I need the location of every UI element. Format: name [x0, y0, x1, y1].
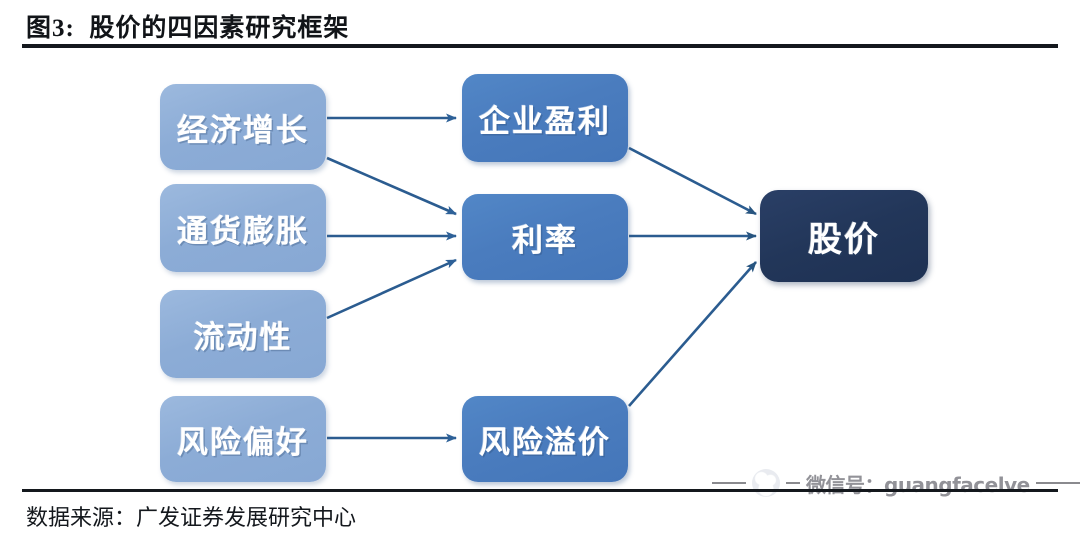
edge-growth-to-rate [326, 156, 457, 216]
node-label: 流动性 [193, 319, 293, 356]
edge-liquidity-to-rate [326, 258, 457, 320]
node-label: 风险溢价 [479, 424, 611, 461]
node-interest-rate[interactable]: 利率 [462, 194, 628, 280]
node-label: 股价 [808, 219, 880, 260]
edge-earnings-to-price [628, 146, 757, 216]
node-label: 利率 [512, 222, 578, 259]
edge-premium-to-price [628, 261, 757, 407]
footer-divider [22, 489, 1058, 492]
node-label: 经济增长 [177, 112, 309, 149]
node-inflation[interactable]: 通货膨胀 [160, 184, 326, 272]
page-title: 图3: 股价的四因素研究框架 [26, 15, 350, 42]
node-corporate-earnings[interactable]: 企业盈利 [462, 74, 628, 162]
title-divider [22, 44, 1058, 48]
node-risk-appetite[interactable]: 风险偏好 [160, 396, 326, 482]
node-liquidity[interactable]: 流动性 [160, 290, 326, 378]
node-stock-price[interactable]: 股价 [760, 190, 928, 282]
source-note: 数据来源：广发证券发展研究中心 [26, 505, 357, 530]
node-economic-growth[interactable]: 经济增长 [160, 84, 326, 170]
node-label: 通货膨胀 [177, 213, 309, 250]
node-label: 风险偏好 [177, 424, 309, 461]
node-risk-premium[interactable]: 风险溢价 [462, 396, 628, 482]
node-label: 企业盈利 [479, 103, 611, 140]
